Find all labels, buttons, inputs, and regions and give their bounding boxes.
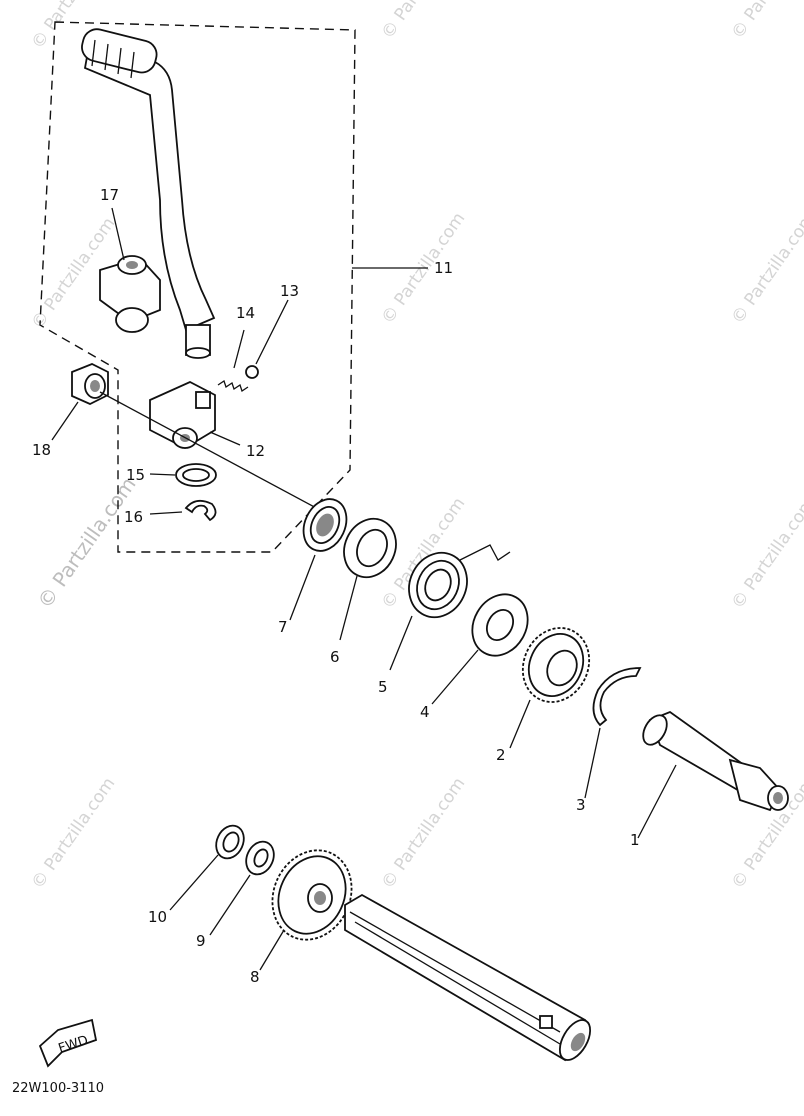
callout-13: 13 (280, 282, 299, 300)
nut-18 (51, 363, 109, 441)
assembly-axis (99, 391, 321, 511)
ratchet-12 (149, 381, 241, 450)
main-shaft (344, 893, 592, 1062)
watermark: © Partzilla.com (728, 209, 804, 328)
callout-1: 1 (630, 831, 640, 849)
callout-4: 4 (420, 703, 430, 721)
idler-gear-8 (259, 849, 353, 971)
watermark: © Partzilla.com (378, 774, 470, 893)
callout-18: 18 (32, 441, 51, 459)
lever-boss-17 (99, 207, 161, 333)
watermark: © Partzilla.com (32, 473, 140, 613)
diagram-code: 22W100-3110 (12, 1081, 104, 1096)
watermark: © Partzilla.com (28, 774, 120, 893)
callout-5: 5 (378, 678, 388, 696)
kick-lever (81, 28, 216, 359)
watermark: © Partzilla.com (728, 0, 804, 43)
callout-17: 17 (100, 186, 119, 204)
watermark: © Partzilla.com (728, 494, 804, 613)
spring-14 (217, 329, 249, 393)
callout-12: 12 (246, 442, 265, 460)
circlip-10 (169, 824, 245, 911)
callout-7: 7 (278, 618, 288, 636)
clip-16 (149, 499, 217, 522)
callout-labels: 1 2 3 4 5 6 7 8 9 10 11 12 13 14 15 16 1… (32, 186, 640, 986)
callout-15: 15 (126, 466, 145, 484)
bearing-7 (289, 498, 348, 621)
kick-gear-2 (509, 627, 591, 749)
watermark: © Partzilla.com (378, 0, 470, 43)
collar-6 (339, 517, 397, 641)
callout-3: 3 (576, 796, 586, 814)
washer-9 (209, 840, 275, 936)
ball-13 (245, 299, 289, 379)
callout-16: 16 (124, 508, 143, 526)
fwd-arrow: FWD (38, 1018, 98, 1068)
callout-14: 14 (236, 304, 255, 322)
callout-6: 6 (330, 648, 340, 666)
kick-axle-1 (637, 710, 789, 839)
callout-2: 2 (496, 746, 506, 764)
callout-8: 8 (250, 968, 260, 986)
washer-4 (431, 593, 529, 705)
callout-11: 11 (434, 259, 453, 277)
callout-10: 10 (148, 908, 167, 926)
torsion-spring-5 (389, 544, 511, 671)
circlip-3 (584, 667, 642, 799)
washer-15 (149, 463, 217, 487)
callout-9: 9 (196, 932, 206, 950)
assembly-11-boundary (39, 21, 356, 553)
